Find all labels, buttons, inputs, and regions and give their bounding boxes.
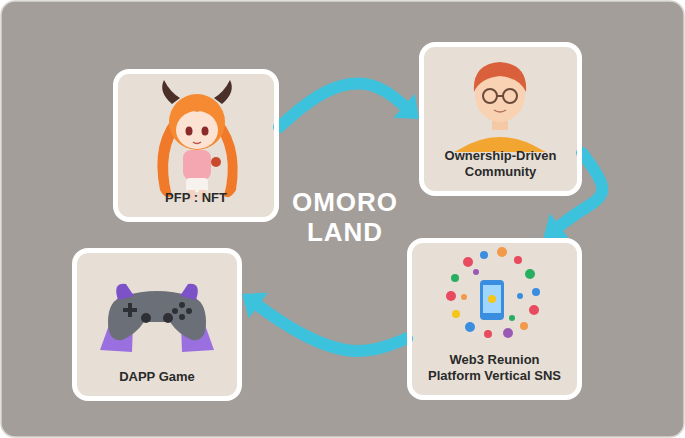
card-box: Ownership-Driven Community <box>419 42 582 196</box>
game-controller <box>100 284 214 352</box>
card-label: DAPP Game <box>82 369 232 385</box>
card-box: DAPP Game <box>72 248 242 401</box>
community-person <box>454 62 546 152</box>
flow-arrow <box>242 293 407 351</box>
card-box: PFP : NFT <box>113 69 279 222</box>
center-title: OMORO LAND <box>285 188 405 248</box>
arrow-head <box>393 94 419 119</box>
arrow-head <box>242 293 268 319</box>
arrow-head <box>544 213 570 239</box>
card-label: Ownership-Driven Community <box>428 148 573 181</box>
card-label: PFP : NFT <box>121 190 271 206</box>
flow-arrow <box>279 84 419 127</box>
arrow-line <box>279 84 407 127</box>
card-fill <box>116 72 276 219</box>
arrow-line <box>255 303 407 351</box>
card-box: Web3 Reunion Platform Vertical SNS <box>407 238 582 400</box>
card-fill <box>422 45 579 193</box>
card-fill <box>75 251 239 398</box>
card-fill <box>410 241 579 397</box>
card-label: Web3 Reunion Platform Vertical SNS <box>422 352 567 385</box>
sns-icons <box>446 247 540 338</box>
chibi-girl <box>157 80 237 200</box>
